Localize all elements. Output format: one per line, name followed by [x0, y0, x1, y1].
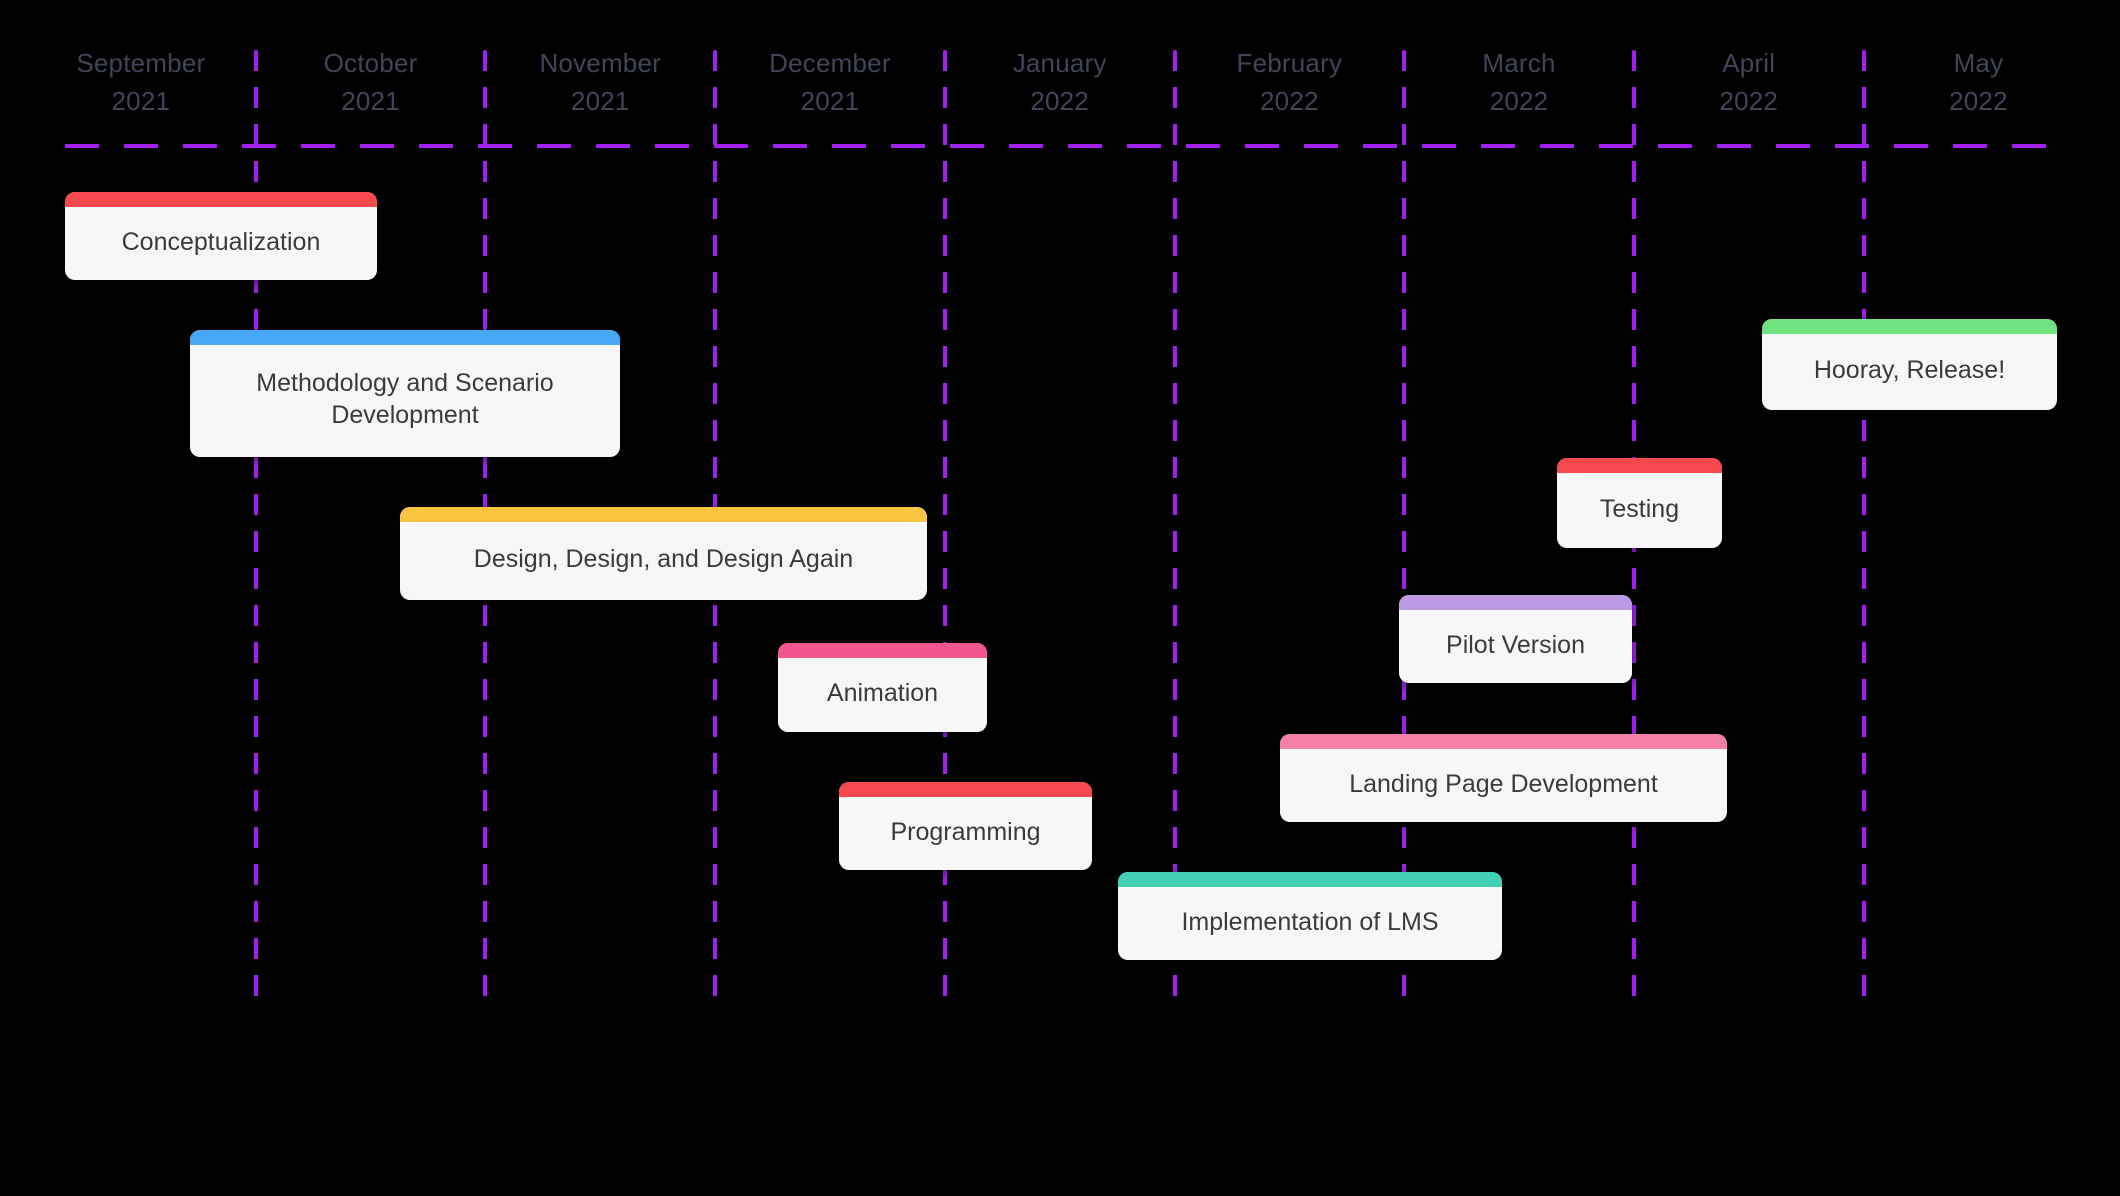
month-name: April: [1722, 48, 1776, 78]
task-card-conceptualization[interactable]: Conceptualization: [65, 192, 377, 280]
month-header-september-2021: September 2021: [26, 44, 256, 120]
task-label: Animation: [826, 679, 939, 707]
month-name: May: [1953, 48, 2004, 78]
month-name: February: [1236, 48, 1343, 78]
task-label: Landing Page Development: [1349, 769, 1658, 798]
task-label: Hooray, Release!: [1813, 356, 2006, 384]
task-card-testing[interactable]: Testing: [1557, 458, 1722, 548]
task-label: Implementation of LMS: [1181, 907, 1439, 936]
month-divider-line: [1172, 50, 1177, 1012]
month-header-december-2021: December 2021: [715, 44, 945, 120]
task-card-methodology-and-scenario-development[interactable]: Methodology and Scenario Development: [190, 330, 620, 457]
month-header-may-2022: May 2022: [1864, 44, 2094, 120]
month-divider-line: [942, 50, 947, 1012]
month-header-march-2022: March 2022: [1404, 44, 1634, 120]
month-header-february-2022: February 2022: [1175, 44, 1405, 120]
month-year: 2022: [1719, 86, 1779, 116]
task-color-bar: [1118, 872, 1502, 887]
month-year: 2022: [1030, 86, 1089, 116]
month-divider-line: [253, 50, 258, 1012]
task-card-hooray-release[interactable]: Hooray, Release!: [1762, 319, 2057, 410]
month-name: December: [769, 48, 891, 78]
task-color-bar: [190, 330, 620, 345]
task-color-bar: [1557, 458, 1722, 473]
task-color-bar: [1762, 319, 2057, 334]
task-card-animation[interactable]: Animation: [778, 643, 987, 732]
month-header-april-2022: April 2022: [1634, 44, 1864, 120]
task-color-bar: [400, 507, 927, 522]
task-card-programming[interactable]: Programming: [839, 782, 1092, 870]
month-year: 2022: [1260, 86, 1319, 116]
month-header-january-2022: January 2022: [945, 44, 1175, 120]
month-year: 2021: [341, 86, 400, 116]
task-color-bar: [65, 192, 377, 207]
month-divider-line: [1402, 50, 1407, 1012]
task-color-bar: [1280, 734, 1727, 749]
month-name: March: [1482, 48, 1556, 78]
task-card-pilot-version[interactable]: Pilot Version: [1399, 595, 1632, 683]
task-label: Design, Design, and Design Again: [473, 545, 854, 573]
month-header-october-2021: October 2021: [256, 44, 486, 120]
month-year: 2021: [111, 86, 171, 116]
task-label: Programming: [890, 817, 1041, 846]
month-year: 2021: [800, 86, 860, 116]
task-label: Conceptualization: [121, 227, 321, 256]
task-card-design-design-and-design-again[interactable]: Design, Design, and Design Again: [400, 507, 927, 600]
month-name: October: [323, 48, 418, 78]
month-name: January: [1012, 48, 1107, 78]
task-label: Testing: [1599, 494, 1680, 523]
task-card-landing-page-development[interactable]: Landing Page Development: [1280, 734, 1727, 822]
task-color-bar: [778, 643, 987, 658]
month-divider-line: [1861, 50, 1866, 1012]
task-card-implementation-of-lms[interactable]: Implementation of LMS: [1118, 872, 1502, 960]
header-rule-dashed-line: [65, 144, 2057, 148]
month-name: September: [76, 48, 206, 78]
task-label: Methodology and Scenario Development: [256, 369, 554, 429]
month-name: November: [539, 48, 661, 78]
month-header-november-2021: November 2021: [485, 44, 715, 120]
month-year: 2022: [1949, 86, 2008, 116]
month-year: 2022: [1489, 86, 1549, 116]
month-year: 2021: [570, 86, 630, 116]
task-label: Pilot Version: [1446, 630, 1585, 659]
task-color-bar: [1399, 595, 1632, 610]
task-color-bar: [839, 782, 1092, 797]
